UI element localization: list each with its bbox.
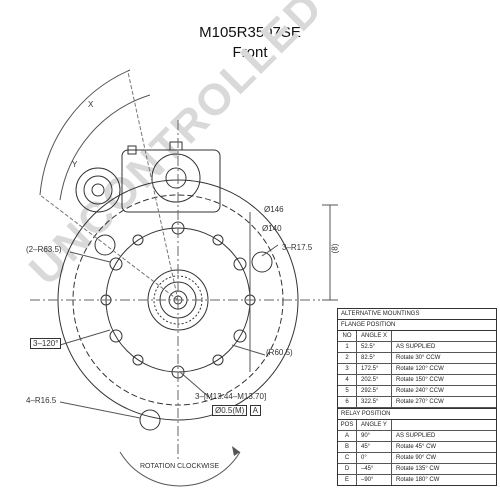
- mounting-ear-right: [251, 251, 273, 273]
- tolerance-datum: A: [249, 405, 261, 416]
- mounting-ear-bottom: [139, 409, 161, 431]
- dim-140: Ø140: [262, 224, 282, 233]
- angle-x-arc: [39, 69, 131, 196]
- solenoid-body: [121, 149, 221, 213]
- angle-y-label: Y: [72, 160, 78, 169]
- dim-146: Ø146: [264, 205, 284, 214]
- drawing-title: M105R3507SE: [199, 24, 301, 41]
- angle-x-label: X: [88, 100, 94, 109]
- rotation-arrow: [119, 451, 241, 487]
- relay-center: [165, 167, 187, 189]
- dim-r63: (2–R63.5): [26, 245, 62, 254]
- table-row: D–45°Rotate 135° CW: [338, 464, 496, 475]
- table-title: ALTERNATIVE MOUNTINGS: [338, 309, 496, 320]
- rotation-label: ROTATION CLOCKWISE: [140, 463, 220, 470]
- angle-y-arc: [59, 94, 151, 201]
- alternative-mountings-table: ALTERNATIVE MOUNTINGS FLANGE POSITION NO…: [337, 308, 497, 486]
- flange-title: FLANGE POSITION: [338, 320, 496, 331]
- relay-cap: [151, 153, 201, 203]
- dim-r17: 3–R17.5: [282, 243, 313, 252]
- dim-r16: 4–R16.5: [26, 396, 57, 405]
- dim-thread: 3–[M13.44–M13.70]: [195, 392, 267, 401]
- drawing-subtitle: Front: [232, 44, 268, 61]
- relay-title: RELAY POSITION: [338, 408, 496, 420]
- relay-nut: [169, 141, 183, 151]
- terminal-stud: [91, 183, 105, 197]
- relay-header: POS ANGLE Y: [338, 420, 496, 431]
- tolerance-frame: Ø0.5(M) A: [212, 405, 261, 416]
- terminal-housing: [75, 167, 121, 213]
- dim-z: (8): [330, 243, 340, 254]
- tolerance-value: Ø0.5(M): [212, 405, 248, 416]
- flange-header: NO ANGLE X: [338, 331, 496, 342]
- mounting-ear-left: [94, 234, 116, 256]
- dim-r60: (R60.5): [266, 348, 293, 357]
- dim-120: 3–120°: [30, 338, 62, 349]
- terminal-inner: [83, 175, 113, 205]
- terminal-nut: [127, 145, 137, 155]
- table-row: E–90°Rotate 180° CW: [338, 475, 496, 485]
